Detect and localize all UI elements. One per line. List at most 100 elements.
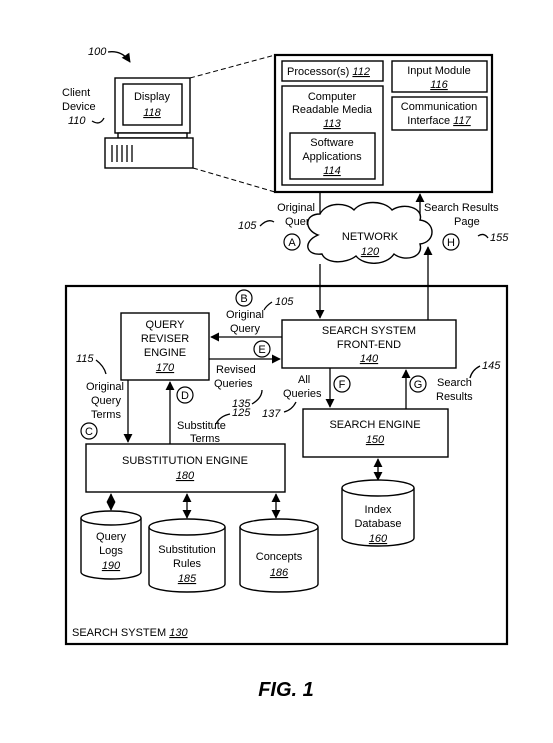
sub-rules-2: Rules bbox=[173, 558, 202, 570]
processor-box bbox=[281, 60, 384, 82]
substitute-terms-2: Terms bbox=[190, 433, 220, 445]
ref-100-arrow bbox=[107, 51, 131, 63]
network-num: 120 bbox=[361, 246, 380, 258]
search-results-1: Search bbox=[437, 377, 472, 389]
index-database-cylinder bbox=[341, 479, 415, 547]
ref-135-leader bbox=[251, 389, 263, 405]
apps-num: 114 bbox=[323, 165, 341, 177]
step-c-label: C bbox=[85, 426, 93, 438]
query-reviser-2: REVISER bbox=[141, 333, 189, 345]
all-queries-2: Queries bbox=[283, 388, 322, 400]
step-e-marker bbox=[253, 340, 271, 358]
input-module-box bbox=[391, 60, 488, 93]
original-query-terms-1: Original bbox=[86, 381, 124, 393]
step-b-label: B bbox=[240, 293, 247, 305]
software-apps-box bbox=[289, 132, 376, 180]
concepts-cylinder bbox=[239, 518, 319, 593]
display-label: Display bbox=[134, 91, 171, 103]
step-d-label: D bbox=[181, 390, 189, 402]
figure-caption: FIG. 1 bbox=[258, 679, 314, 701]
sub-rules-1: Substitution bbox=[158, 544, 215, 556]
ref-105-top: 105 bbox=[238, 220, 257, 232]
query-reviser-1: QUERY bbox=[146, 319, 186, 331]
substitution-engine-box bbox=[85, 443, 286, 493]
ref-155-leader bbox=[477, 233, 489, 239]
step-f-marker bbox=[333, 375, 351, 393]
all-queries-1: All bbox=[298, 374, 310, 386]
projection-line-top bbox=[189, 54, 276, 79]
ref-145: 145 bbox=[482, 360, 501, 372]
step-g-marker bbox=[409, 375, 427, 393]
ref-125: 125 bbox=[232, 407, 251, 419]
step-c-marker bbox=[80, 422, 98, 440]
substitute-terms-1: Substitute bbox=[177, 420, 226, 432]
search-system-label: SEARCH SYSTEM 130 bbox=[72, 627, 188, 639]
query-logs-num: 190 bbox=[102, 560, 121, 572]
client-device-leader bbox=[91, 117, 105, 124]
original-query-terms-2: Query bbox=[91, 395, 121, 407]
comm-line2: Interface 117 bbox=[407, 115, 471, 127]
query-logs-cylinder bbox=[80, 510, 142, 580]
search-engine-num: 150 bbox=[366, 434, 385, 446]
ref-155: 155 bbox=[490, 232, 509, 244]
network-label: NETWORK bbox=[342, 231, 399, 243]
original-query-top-1: Original bbox=[277, 202, 315, 214]
query-reviser-engine-box bbox=[120, 312, 210, 381]
index-db-2: Database bbox=[354, 518, 401, 530]
step-b-marker bbox=[235, 289, 253, 307]
ref-105-mid-leader bbox=[263, 301, 273, 311]
step-a-label: A bbox=[288, 237, 296, 249]
search-engine-label: SEARCH ENGINE bbox=[329, 419, 420, 431]
search-results-page-2: Page bbox=[454, 216, 480, 228]
step-a-marker bbox=[283, 233, 301, 251]
client-device-label-2: Device bbox=[62, 101, 96, 113]
substitution-engine-num: 180 bbox=[176, 470, 195, 482]
crm-line1: Computer bbox=[308, 91, 357, 103]
apps-line1: Software bbox=[310, 137, 353, 149]
frontend-2: FRONT-END bbox=[337, 339, 401, 351]
original-query-terms-3: Terms bbox=[91, 409, 121, 421]
index-db-num: 160 bbox=[369, 533, 388, 545]
search-engine-box bbox=[302, 408, 449, 458]
query-logs-2: Logs bbox=[99, 545, 123, 557]
ref-105-top-leader bbox=[259, 220, 275, 227]
original-query-mid-1: Original bbox=[226, 309, 264, 321]
ref-105-mid: 105 bbox=[275, 296, 294, 308]
computer-monitor-icon bbox=[104, 77, 194, 169]
input-module-num: 116 bbox=[430, 79, 448, 91]
crm-num: 113 bbox=[323, 118, 341, 130]
apps-line2: Applications bbox=[302, 151, 362, 163]
comm-interface-box bbox=[391, 96, 488, 131]
search-frontend-box bbox=[281, 319, 457, 369]
crm-line2: Readable Media bbox=[292, 104, 373, 116]
display-num: 118 bbox=[143, 107, 161, 119]
ref-115: 115 bbox=[76, 353, 94, 365]
client-device-num: 110 bbox=[68, 115, 86, 127]
ref-100: 100 bbox=[88, 46, 107, 58]
original-query-mid-2: Query bbox=[230, 323, 260, 335]
projection-line-bottom bbox=[192, 167, 276, 193]
revised-queries-1: Revised bbox=[216, 364, 256, 376]
step-e-label: E bbox=[258, 344, 265, 356]
substitution-rules-cylinder bbox=[148, 518, 226, 593]
processor-label: Processor(s) 112 bbox=[287, 66, 370, 78]
query-reviser-3: ENGINE bbox=[144, 347, 186, 359]
search-results-page-1: Search Results bbox=[424, 202, 499, 214]
step-h-label: H bbox=[447, 237, 455, 249]
substitution-engine-label: SUBSTITUTION ENGINE bbox=[122, 455, 248, 467]
ref-115-leader bbox=[95, 359, 107, 375]
ref-137: 137 bbox=[262, 408, 281, 420]
comm-line1: Communication bbox=[401, 101, 477, 113]
ref-125-leader bbox=[215, 413, 231, 425]
concepts-num: 186 bbox=[270, 567, 289, 579]
revised-queries-2: Queries bbox=[214, 378, 253, 390]
index-db-1: Index bbox=[365, 504, 392, 516]
step-f-label: F bbox=[339, 379, 346, 391]
frontend-num: 140 bbox=[360, 353, 379, 365]
ref-137-leader bbox=[283, 401, 297, 413]
frontend-1: SEARCH SYSTEM bbox=[322, 325, 416, 337]
search-results-2: Results bbox=[436, 391, 473, 403]
sub-rules-num: 185 bbox=[178, 573, 197, 585]
client-device-label-1: Client bbox=[62, 87, 90, 99]
